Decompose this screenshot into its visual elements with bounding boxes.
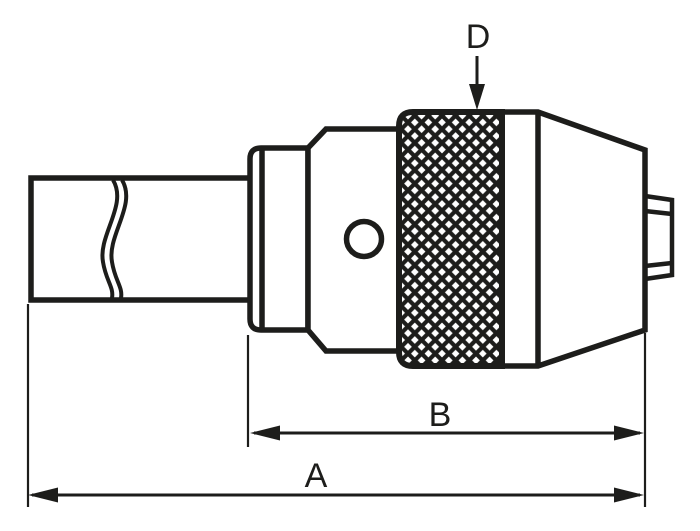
chuck-outline-group xyxy=(28,109,675,369)
dimension-b-arrow-right xyxy=(614,425,644,441)
nose-tip-outline xyxy=(644,193,675,282)
break-line-left xyxy=(100,178,120,299)
dimension-a-label: A xyxy=(305,457,328,495)
dimension-b-label: B xyxy=(429,396,452,434)
front-taper-section xyxy=(499,109,648,369)
dimension-d: D xyxy=(466,18,491,110)
nose-tip-chamfer-top xyxy=(644,208,673,217)
knurled-sleeve xyxy=(396,109,505,369)
break-line-right xyxy=(109,178,129,299)
nose-tip-chamfer-bottom xyxy=(644,260,673,269)
dimension-b-arrow-left xyxy=(250,425,280,441)
dimension-b: B xyxy=(246,333,647,507)
dimension-a: A xyxy=(26,304,644,507)
dimension-d-arrowhead xyxy=(469,84,485,110)
arbor-shank xyxy=(28,175,250,303)
dimension-a-arrow-left xyxy=(28,487,58,503)
nose-tip xyxy=(644,193,675,282)
dimension-d-label: D xyxy=(466,18,491,56)
inspection-hole xyxy=(343,218,385,260)
dimension-a-arrow-right xyxy=(614,487,644,503)
rear-collar xyxy=(247,145,311,333)
